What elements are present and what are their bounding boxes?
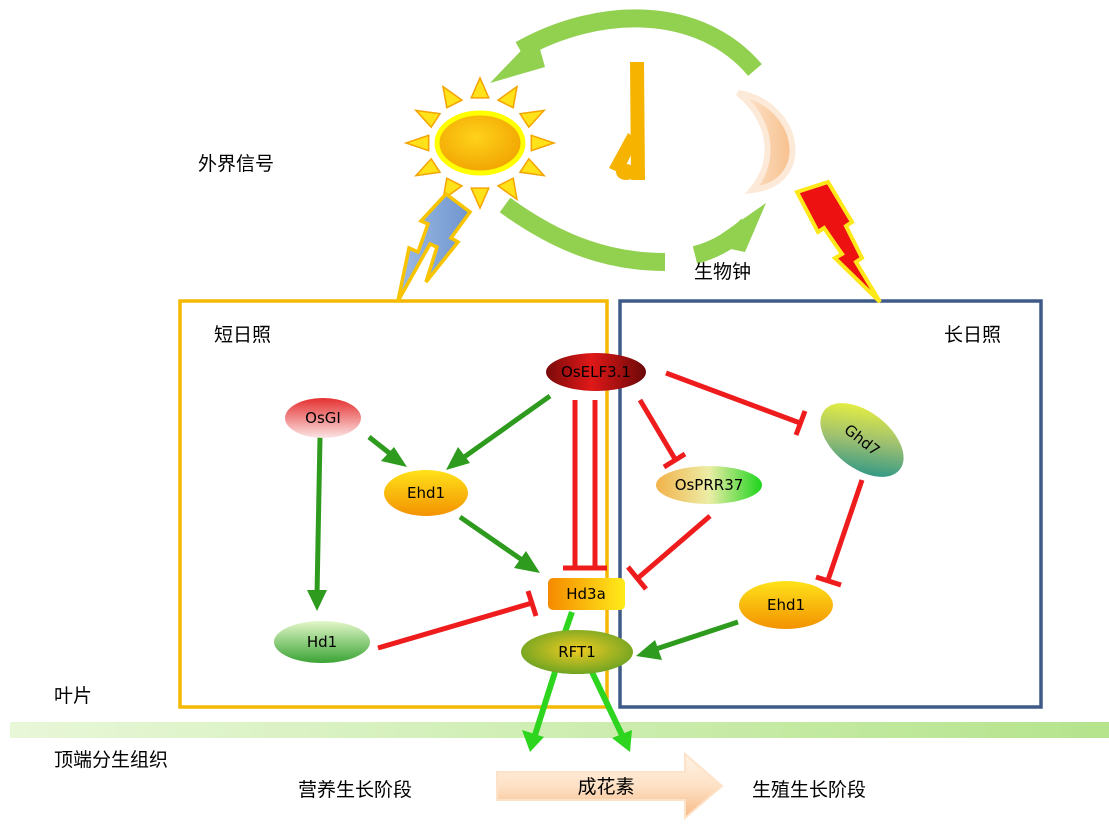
edge-oself3-inhibits-ghd7 bbox=[665, 370, 801, 426]
cycle-arrow-bottom bbox=[499, 197, 666, 271]
edge-oself3-inhibits-osprr37 bbox=[637, 398, 678, 461]
leaf-label: 叶片 bbox=[54, 685, 92, 707]
florigen-label: 成花素 bbox=[577, 776, 634, 798]
short-day-lightning-icon bbox=[396, 191, 473, 302]
sun-ray bbox=[470, 76, 490, 99]
edge-osprr37-inhibits-hd3a bbox=[636, 514, 712, 580]
node-ehd1-right: Ehd1 bbox=[739, 581, 833, 629]
long-day-lightning-icon bbox=[794, 179, 882, 304]
long-day-box bbox=[618, 299, 1043, 709]
edge-ehd1-to-hd3a bbox=[458, 514, 527, 565]
activation-edges bbox=[307, 393, 739, 660]
sun-ray bbox=[403, 134, 430, 152]
long-day-label: 长日照 bbox=[944, 324, 1001, 346]
node-oself3: OsELF3.1 bbox=[546, 353, 646, 391]
inhibition-edges bbox=[377, 370, 865, 651]
edge-oself3-to-ehd1 bbox=[458, 393, 552, 463]
leaf-boundary-strip bbox=[10, 722, 1109, 738]
node-osprr37-label: OsPRR37 bbox=[675, 476, 744, 494]
circadian-clock-label: 生物钟 bbox=[694, 261, 751, 283]
node-hd3a: Hd3a bbox=[548, 578, 625, 610]
node-rft1: RFT1 bbox=[521, 630, 633, 674]
node-osprr37: OsPRR37 bbox=[656, 466, 762, 504]
node-ehd1-left: Ehd1 bbox=[384, 470, 468, 516]
node-osgi: OsGI bbox=[285, 398, 361, 438]
edge-ghd7-inhibits-ehd1 bbox=[825, 479, 865, 581]
node-hd3a-label: Hd3a bbox=[566, 585, 606, 603]
edge-rft1-to-meristem-right bbox=[589, 670, 625, 737]
edge-rft1-to-meristem-left bbox=[532, 671, 558, 736]
sun-ray bbox=[413, 109, 442, 129]
sun-ray bbox=[413, 157, 442, 177]
sun-ray bbox=[496, 84, 519, 109]
reproductive-stage-label: 生殖生长阶段 bbox=[752, 779, 866, 801]
moon-icon bbox=[736, 90, 796, 194]
edge-ehd1r-to-rft1 bbox=[652, 619, 739, 653]
short-day-box bbox=[178, 299, 609, 709]
node-hd1-label: Hd1 bbox=[307, 633, 337, 651]
clock-icon bbox=[609, 62, 645, 180]
florigen-arrow: 成花素 bbox=[496, 751, 724, 821]
sun-icon bbox=[403, 76, 557, 210]
vegetative-stage-label: 营养生长阶段 bbox=[298, 779, 412, 801]
cycle-arrow-top bbox=[515, 9, 762, 76]
node-hd1: Hd1 bbox=[274, 621, 370, 663]
external-signal-label: 外界信号 bbox=[198, 153, 274, 175]
short-day-label: 短日照 bbox=[214, 324, 271, 346]
sun-ray bbox=[530, 134, 557, 152]
node-ghd7: Ghd7 bbox=[820, 403, 904, 477]
node-oself3-label: OsELF3.1 bbox=[561, 363, 631, 381]
sun-ray bbox=[470, 187, 490, 210]
node-rft1-label: RFT1 bbox=[558, 643, 596, 661]
cycle-arrow-top-head bbox=[490, 35, 545, 83]
apical-meristem-label: 顶端分生组织 bbox=[54, 749, 168, 771]
sun-ray bbox=[518, 157, 547, 177]
output-edges bbox=[522, 611, 632, 752]
edge-hd3a-to-rft1 bbox=[562, 611, 575, 633]
sun-ray bbox=[518, 109, 547, 129]
edge-hd1-inhibits-hd3a bbox=[377, 600, 533, 651]
sun-ray bbox=[496, 177, 519, 202]
sun-ray bbox=[441, 84, 464, 109]
edge-osgi-to-hd1 bbox=[314, 436, 323, 596]
node-ehd1-left-label: Ehd1 bbox=[407, 484, 445, 502]
node-osgi-label: OsGI bbox=[305, 409, 341, 427]
node-ehd1-right-label: Ehd1 bbox=[767, 596, 805, 614]
